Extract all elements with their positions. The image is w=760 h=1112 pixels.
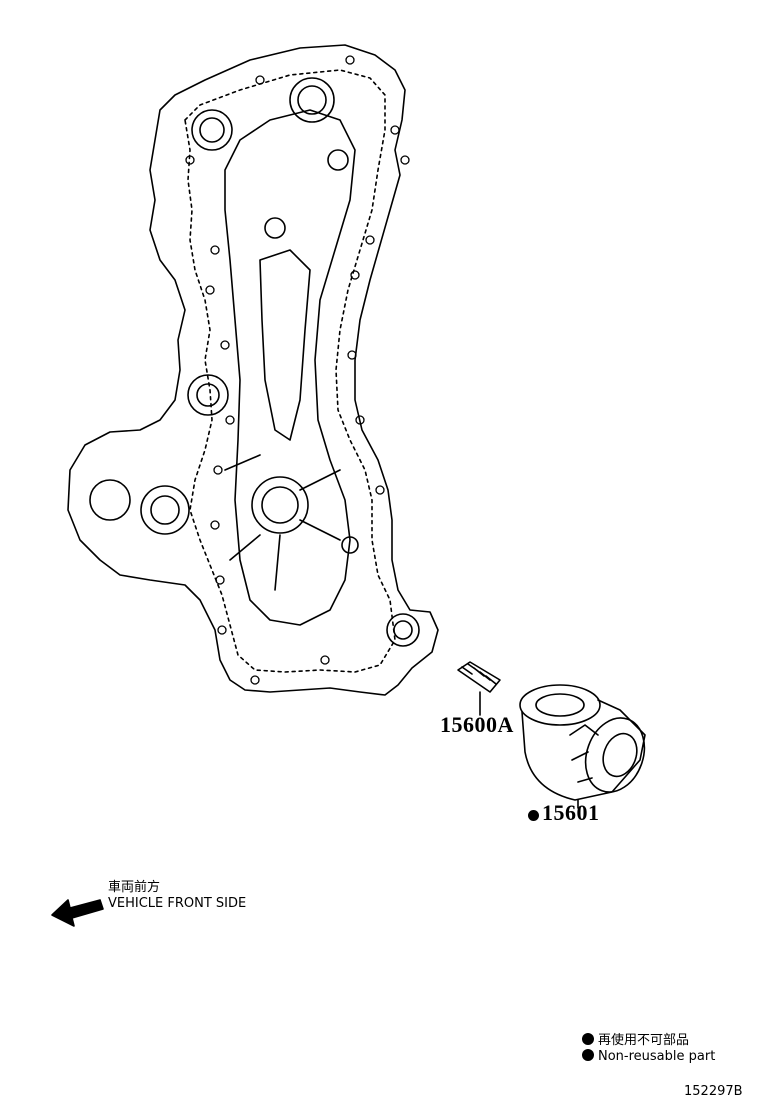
figure-id: 152297B — [684, 1084, 743, 1099]
legend-ja-text: 再使用不可部品 — [598, 1033, 690, 1048]
stud-bolt-drawing — [457, 661, 501, 716]
non-reusable-marker-icon — [528, 810, 539, 821]
part-number-15601: 15601 — [542, 800, 600, 825]
direction-arrow-icon — [51, 899, 104, 927]
direction-label-ja: 車両前方 — [108, 880, 161, 895]
legend-marker-icon — [582, 1049, 594, 1061]
legend-marker-icon — [582, 1033, 594, 1045]
oil-filter-drawing — [519, 684, 646, 809]
part-number-15600A: 15600A — [440, 712, 514, 737]
legend-en: Non-reusable part — [582, 1049, 715, 1064]
part-label-15601: 15601 — [528, 800, 600, 826]
timing-cover-drawing — [67, 44, 439, 696]
legend-en-text: Non-reusable part — [598, 1049, 716, 1064]
legend-ja: 再使用不可部品 — [582, 1029, 689, 1048]
direction-label-en: VEHICLE FRONT SIDE — [108, 896, 247, 911]
part-label-15600A: 15600A — [440, 712, 514, 738]
